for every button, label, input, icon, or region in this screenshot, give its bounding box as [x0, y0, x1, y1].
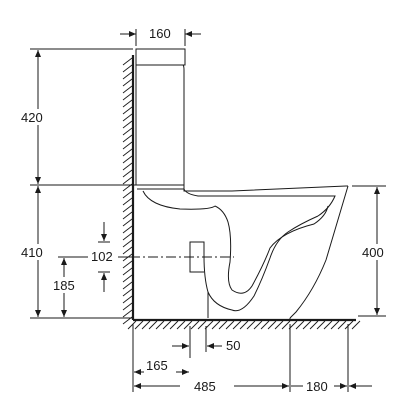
floor-hatch-stroke: [127, 320, 137, 330]
wall-hatch-stroke: [122, 113, 133, 122]
dim-485-label: 485: [194, 379, 216, 394]
wall-hatch-stroke: [122, 134, 133, 143]
dimension-outlet-height: 185: [50, 256, 130, 317]
wall-hatch-stroke: [122, 176, 133, 185]
floor-hatch-stroke: [274, 320, 284, 330]
wall-hatch-stroke: [122, 169, 133, 178]
floor-hatch-stroke: [176, 320, 186, 330]
wall-hatch-stroke: [122, 239, 133, 248]
floor-hatch-stroke: [323, 320, 333, 330]
wall: [122, 55, 135, 325]
dimension-front-extension: 180: [291, 324, 372, 394]
wall-hatch-stroke: [122, 281, 133, 290]
floor-hatch-stroke: [162, 320, 172, 330]
dimension-tank-height: 420: [18, 48, 136, 186]
floor-hatch-stroke: [134, 320, 144, 330]
floor-hatch-stroke: [253, 320, 263, 330]
wall-hatch-stroke: [122, 211, 133, 220]
wall-hatch-stroke: [122, 190, 133, 199]
dimension-floor-offset: 165: [132, 324, 189, 392]
floor-hatch-stroke: [337, 320, 347, 330]
floor-hatch-stroke: [148, 320, 158, 330]
dimension-outlet-bend: 102: [88, 222, 118, 292]
wall-hatch-stroke: [122, 162, 133, 171]
wall-hatch-stroke: [122, 106, 133, 115]
wall-hatch-stroke: [122, 295, 133, 304]
floor-hatch-stroke: [260, 320, 270, 330]
floor-hatch-stroke: [190, 320, 200, 330]
floor-hatch-stroke: [267, 320, 277, 330]
dimension-total-depth: 485: [134, 324, 291, 394]
floor-hatch-stroke: [295, 320, 305, 330]
floor-hatch-stroke: [281, 320, 291, 330]
wall-hatch-stroke: [122, 204, 133, 213]
floor-hatch-stroke: [225, 320, 235, 330]
wall-hatch-stroke: [122, 64, 133, 73]
wall-hatch-stroke: [122, 120, 133, 129]
dim-165-label: 165: [146, 358, 168, 373]
floor-hatch-stroke: [232, 320, 242, 330]
wall-hatch-stroke: [122, 225, 133, 234]
wall-hatch-stroke: [122, 267, 133, 276]
wall-hatch-stroke: [122, 246, 133, 255]
wall-hatch-stroke: [122, 85, 133, 94]
floor-hatch-stroke: [183, 320, 193, 330]
wall-hatch-stroke: [122, 302, 133, 311]
dim-420-label: 420: [21, 110, 43, 125]
dim-50-label: 50: [226, 338, 240, 353]
dimension-tank-depth: 160: [120, 26, 201, 46]
wall-hatch-stroke: [122, 141, 133, 150]
floor-hatch-stroke: [351, 320, 361, 330]
wall-hatch-stroke: [122, 232, 133, 241]
dimension-seat-height: 410: [18, 186, 133, 319]
wall-hatch-stroke: [122, 197, 133, 206]
floor-hatch-stroke: [155, 320, 165, 330]
floor: [127, 318, 361, 330]
dim-185-label: 185: [53, 278, 75, 293]
wall-hatch-stroke: [122, 148, 133, 157]
floor-hatch-stroke: [239, 320, 249, 330]
floor-hatch-stroke: [316, 320, 326, 330]
floor-hatch-stroke: [218, 320, 228, 330]
dimension-bowl-height: 400: [352, 185, 392, 317]
floor-hatch-stroke: [302, 320, 312, 330]
wall-hatch-stroke: [122, 78, 133, 87]
floor-hatch-stroke: [169, 320, 179, 330]
cistern-tank: [135, 48, 186, 186]
wall-hatching: [122, 57, 133, 325]
wall-hatch-stroke: [122, 57, 133, 66]
dim-102-label: 102: [91, 249, 113, 264]
wall-hatch-stroke: [122, 274, 133, 283]
wall-hatch-stroke: [122, 127, 133, 136]
floor-hatching: [127, 320, 361, 330]
dim-410-label: 410: [21, 245, 43, 260]
floor-hatch-stroke: [309, 320, 319, 330]
wall-hatch-stroke: [122, 288, 133, 297]
wall-hatch-stroke: [122, 309, 133, 318]
wall-hatch-stroke: [122, 71, 133, 80]
dimension-floor-offset-small: 50: [172, 326, 240, 358]
dim-160-label: 160: [149, 26, 171, 41]
toilet-bowl: [137, 184, 349, 320]
wall-hatch-stroke: [122, 260, 133, 269]
wall-hatch-stroke: [122, 155, 133, 164]
floor-hatch-stroke: [246, 320, 256, 330]
floor-hatch-stroke: [330, 320, 340, 330]
dim-400-label: 400: [362, 245, 384, 260]
wall-hatch-stroke: [122, 218, 133, 227]
wall-hatch-stroke: [122, 99, 133, 108]
floor-hatch-stroke: [197, 320, 207, 330]
floor-hatch-stroke: [211, 320, 221, 330]
wall-hatch-stroke: [122, 92, 133, 101]
dim-180-label: 180: [306, 379, 328, 394]
floor-hatch-stroke: [344, 320, 354, 330]
floor-hatch-stroke: [141, 320, 151, 330]
